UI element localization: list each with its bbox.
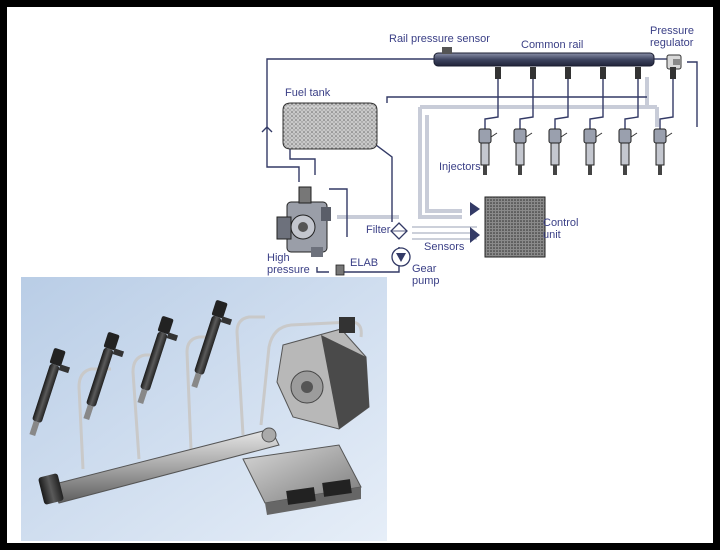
label-control-unit-2: unit (543, 229, 561, 241)
pressure-regulator (666, 54, 682, 70)
high-pressure-pump (276, 186, 331, 257)
signal-arrow-icon (470, 202, 480, 216)
label-high-pressure-1: High (267, 252, 290, 264)
return-lines (337, 77, 659, 219)
label-high-pressure-2: pressure (267, 264, 310, 276)
elab-valve-icon (335, 264, 345, 276)
label-filter: Filter (366, 224, 391, 236)
rail-pressure-sensor-icon (442, 47, 452, 54)
label-rail-pressure-sensor: Rail pressure sensor (389, 33, 490, 45)
common-rail-schematic (261, 47, 698, 276)
photo-pump (276, 317, 370, 430)
photo-injector (29, 348, 71, 437)
label-fuel-tank: Fuel tank (285, 87, 331, 99)
photo-ecu (242, 444, 362, 515)
label-control-unit-1: Control (543, 217, 579, 229)
injector (653, 67, 676, 175)
gear-pump (391, 247, 411, 267)
injector (513, 67, 536, 175)
injector (583, 67, 606, 175)
sensor-lines (412, 226, 477, 240)
photo-injector (83, 332, 125, 421)
injector (548, 67, 571, 175)
photo-fuel-pipes (77, 315, 363, 470)
filter (390, 222, 408, 240)
label-gear-pump-2: pump (412, 275, 440, 287)
label-gear-pump-1: Gear (412, 263, 437, 275)
signal-arrow-icon (470, 227, 480, 243)
fuel-lines (261, 58, 698, 273)
label-elab: ELAB (350, 257, 379, 269)
photo-injector-group (29, 300, 233, 437)
component-photo (21, 277, 387, 541)
fuel-tank (282, 102, 378, 150)
common-rail (433, 47, 655, 67)
photo-rail (38, 427, 280, 505)
image-frame: Rail pressure sensor Common rail Pressur… (7, 7, 713, 543)
label-sensors: Sensors (424, 241, 465, 253)
photo-injector (137, 316, 179, 405)
label-pressure-regulator-1: Pressure (650, 25, 695, 37)
injector (618, 67, 641, 175)
injector-group (478, 67, 676, 175)
label-pressure-regulator-2: regulator (650, 37, 694, 49)
label-injectors: Injectors (439, 161, 481, 173)
label-common-rail: Common rail (521, 39, 584, 51)
injector (478, 67, 501, 175)
control-unit (484, 196, 546, 258)
photo-injector (191, 300, 233, 389)
